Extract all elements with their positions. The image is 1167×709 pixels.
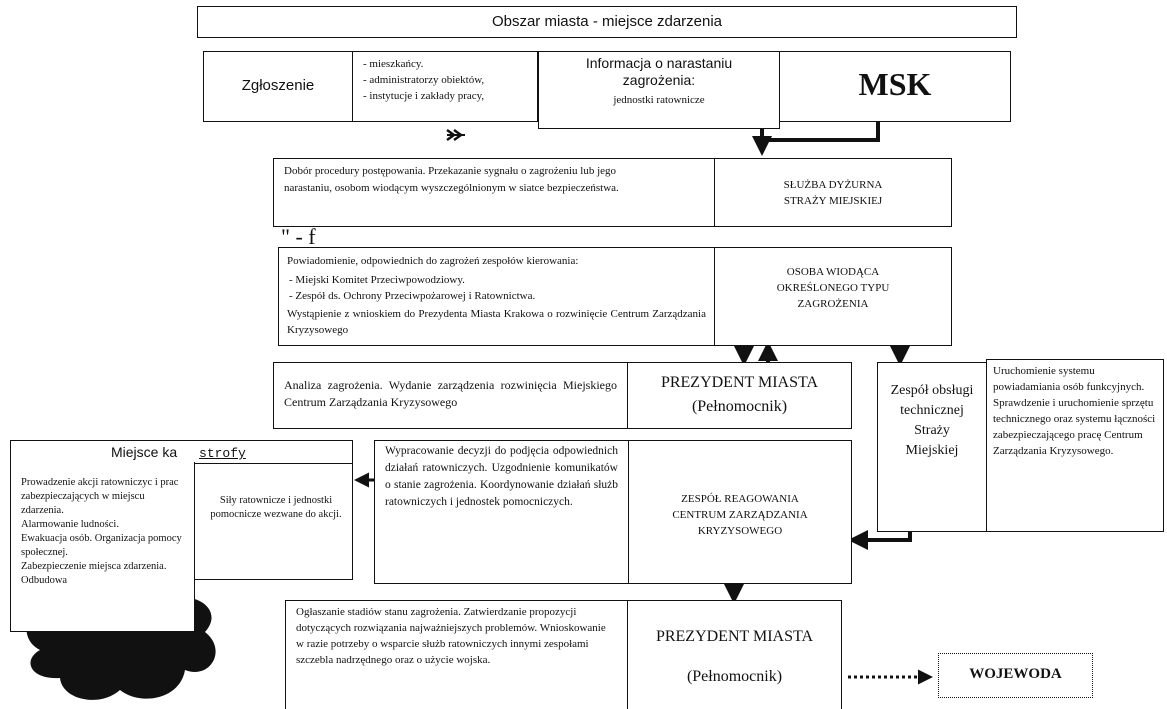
source-item: - mieszkańcy. xyxy=(363,58,424,70)
analiza-text-box: Analiza zagrożenia. Wydanie zarządzenia … xyxy=(273,362,628,429)
procedura-actor-box: SŁUŻBA DYŻURNA STRAŻY MIEJSKIEJ xyxy=(714,158,952,227)
powiadomienie-text-box: Powiadomienie, odpowiednich do zagrożeń … xyxy=(278,247,715,346)
zespol-obslugi-label: Zespół obsługi technicznej Straży Miejsk… xyxy=(890,383,974,458)
wojewoda-label: WOJEWODA xyxy=(969,666,1062,682)
prezydent-box-1: PREZYDENT MIASTA (Pełnomocnik) xyxy=(627,362,852,429)
zgloszenie-label: Zgłoszenie xyxy=(241,77,315,94)
stray-mark: " - f xyxy=(281,224,316,249)
procedura-text-box: Dobór procedury postępowania. Przekazani… xyxy=(273,158,715,227)
ogloszenie-text: Ogłaszanie stadiów stanu zagrożenia. Zat… xyxy=(296,606,606,666)
reagowanie-text-box: Wypracowanie decyzji do podjęcia odpowie… xyxy=(374,440,629,584)
zespol-obslugi-text: Uruchomienie systemu powiadamiania osób … xyxy=(993,365,1156,457)
reagowanie-actor: ZESPÓŁ REAGOWANIA CENTRUM ZARZĄDZANIA KR… xyxy=(672,493,808,537)
zespol-obslugi-box: Zespół obsługi technicznej Straży Miejsk… xyxy=(877,362,987,532)
miejsce-title-a: Miejsce ka xyxy=(111,444,178,460)
area-title-box: Obszar miasta - miejsce zdarzenia xyxy=(197,6,1017,38)
sources-list: - mieszkańcy. - administratorzy obiektów… xyxy=(363,56,484,104)
miejsce-title-b: strofy xyxy=(199,446,246,461)
analiza-text: Analiza zagrożenia. Wydanie zarządzenia … xyxy=(284,378,617,409)
sources-box: - mieszkańcy. - administratorzy obiektów… xyxy=(352,51,538,122)
prezydent-box-2: PREZYDENT MIASTA (Pełnomocnik) xyxy=(627,600,842,709)
powiadomienie-outro: Wystąpienie z wnioskiem do Prezydenta Mi… xyxy=(287,308,706,336)
msk-box: MSK xyxy=(779,51,1011,122)
action-item: Zabezpieczenie miejsca zdarzenia. xyxy=(21,561,167,572)
action-item: Odbudowa xyxy=(21,575,68,586)
miejsce-forces: Siły ratownicze i jednostki pomocnicze w… xyxy=(210,495,342,520)
prezydent-1-role: (Pełnomocnik) xyxy=(691,398,788,415)
info-subtitle: jednostki ratownicze xyxy=(613,94,705,106)
zespol-obslugi-text-box: Uruchomienie systemu powiadamiania osób … xyxy=(986,359,1164,532)
powiadomienie-intro: Powiadomienie, odpowiednich do zagrożeń … xyxy=(287,255,579,267)
prezydent-2-role: (Pełnomocnik) xyxy=(686,668,783,685)
source-item: - instytucje i zakłady pracy, xyxy=(363,90,485,102)
osoba-actor-box: OSOBA WIODĄCA OKREŚLONEGO TYPU ZAGROŻENI… xyxy=(714,247,952,346)
action-item: Alarmowanie ludności. xyxy=(21,519,119,530)
ogloszenie-text-box: Ogłaszanie stadiów stanu zagrożenia. Zat… xyxy=(285,600,628,709)
info-box: Informacja o narastaniu zagrożenia: jedn… xyxy=(538,51,780,129)
powiadomienie-list: - Miejski Komitet Przeciwpowodziowy. - Z… xyxy=(289,272,535,304)
procedura-actor: SŁUŻBA DYŻURNA STRAŻY MIEJSKIEJ xyxy=(783,179,883,207)
reagowanie-actor-box: ZESPÓŁ REAGOWANIA CENTRUM ZARZĄDZANIA KR… xyxy=(628,440,852,584)
miejsce-actions: Prowadzenie akcji ratowniczyc i prac zab… xyxy=(21,476,188,588)
powiadomienie-item: - Miejski Komitet Przeciwpowodziowy. xyxy=(289,274,465,286)
prezydent-2-name: PREZYDENT MIASTA xyxy=(655,628,814,645)
info-title: Informacja o narastaniu zagrożenia: xyxy=(585,55,733,88)
zgloszenie-box: Zgłoszenie xyxy=(203,51,353,122)
msk-label: MSK xyxy=(858,66,932,102)
powiadomienie-item: - Zespół ds. Ochrony Przeciwpożarowej i … xyxy=(289,290,536,302)
area-title: Obszar miasta - miejsce zdarzenia xyxy=(491,13,723,30)
action-item: Prowadzenie akcji ratowniczyc i prac zab… xyxy=(21,477,179,516)
action-item: Ewakuacja osób. Organizacja pomocy społe… xyxy=(21,533,182,558)
wojewoda-box: WOJEWODA xyxy=(938,653,1093,698)
procedura-text: Dobór procedury postępowania. Przekazani… xyxy=(284,165,619,194)
prezydent-1-name: PREZYDENT MIASTA xyxy=(660,374,819,391)
miejsce-title: Miejsce ka strofy xyxy=(111,444,246,462)
source-item: - administratorzy obiektów, xyxy=(363,74,485,86)
miejsce-actions-box: Prowadzenie akcji ratowniczyc i prac zab… xyxy=(10,462,195,632)
osoba-actor: OSOBA WIODĄCA OKREŚLONEGO TYPU ZAGROŻENI… xyxy=(776,266,890,310)
reagowanie-text: Wypracowanie decyzji do podjęcia odpowie… xyxy=(385,445,618,508)
